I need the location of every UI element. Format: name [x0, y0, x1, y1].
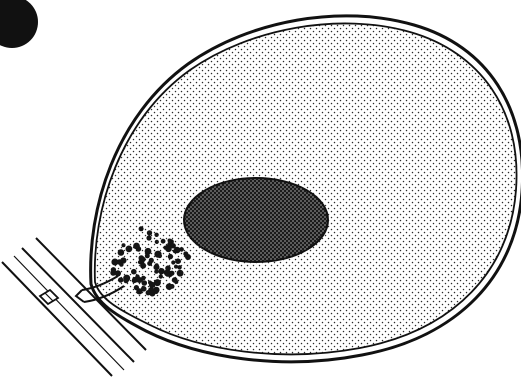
granule: [133, 243, 140, 250]
granule: [176, 259, 181, 264]
granule: [165, 265, 171, 271]
granule: [163, 246, 167, 250]
granule: [154, 279, 161, 286]
granule: [111, 267, 116, 272]
granule: [159, 274, 163, 278]
granule: [171, 260, 175, 264]
granule: [139, 226, 144, 231]
granule: [125, 246, 132, 253]
granule: [155, 263, 159, 267]
granule: [146, 290, 151, 295]
granule: [115, 270, 121, 276]
granule: [111, 259, 118, 266]
granule: [168, 254, 173, 259]
granule: [147, 230, 152, 235]
granule: [158, 268, 164, 274]
granule: [170, 284, 175, 289]
granule: [145, 253, 150, 258]
granule: [174, 265, 178, 269]
granule: [177, 265, 181, 269]
granule: [146, 235, 151, 240]
granule: [171, 243, 176, 248]
granule: [161, 239, 166, 244]
nucleus: [184, 178, 328, 262]
granule: [155, 240, 159, 244]
granule: [123, 278, 128, 283]
granule: [177, 270, 184, 277]
granule: [158, 254, 162, 258]
granule: [131, 269, 137, 275]
granule: [147, 261, 152, 266]
granule: [173, 249, 177, 253]
granule: [154, 233, 158, 237]
granule: [118, 249, 125, 256]
granule: [172, 277, 178, 283]
granule: [118, 277, 123, 282]
granule: [153, 287, 159, 293]
granule: [139, 255, 145, 261]
granule: [141, 276, 146, 281]
granule: [169, 271, 174, 276]
granule: [140, 263, 146, 269]
granule: [183, 251, 188, 256]
panel-marker-dot: [0, 0, 38, 48]
granule: [122, 243, 126, 247]
granule: [119, 262, 123, 266]
granule: [168, 239, 172, 243]
granule: [136, 288, 142, 294]
granule: [142, 280, 148, 286]
granule: [148, 281, 152, 285]
granule: [179, 247, 184, 252]
